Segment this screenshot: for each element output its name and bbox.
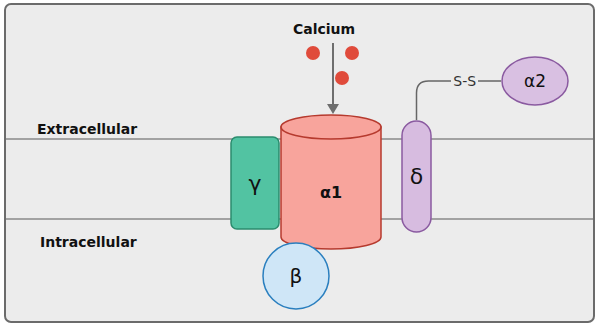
subunit-label: β [290,264,303,288]
calcium-ion [345,46,359,60]
ellipse-shape [263,243,329,309]
delta-subunit: δ [401,120,432,233]
beta-subunit: β [262,242,330,310]
alpha2-subunit: α2 [501,56,569,106]
ion-label: Calcium [293,21,355,37]
box-shape [231,137,279,229]
subunit-label: δ [410,164,423,189]
region-label: Intracellular [40,234,137,250]
node-outline [280,114,382,250]
calcium-ion [335,71,349,85]
influx-arrow [332,43,334,106]
ellipse-shape [502,57,568,105]
subunit-label: α1 [320,183,342,202]
cylinder-body [281,127,381,249]
region-label: Extracellular [37,121,137,137]
gamma-subunit: γ [230,136,280,230]
panel-frame [5,4,594,322]
subunit-label: γ [248,171,261,196]
calcium-ion [306,46,320,60]
arrow-head [327,104,339,114]
edge-label: S-S [451,73,478,89]
subunit-label: α2 [524,71,546,91]
cylinder-top [281,115,381,139]
pill-shape [402,121,431,232]
alpha1-pore: α1 [280,114,382,250]
